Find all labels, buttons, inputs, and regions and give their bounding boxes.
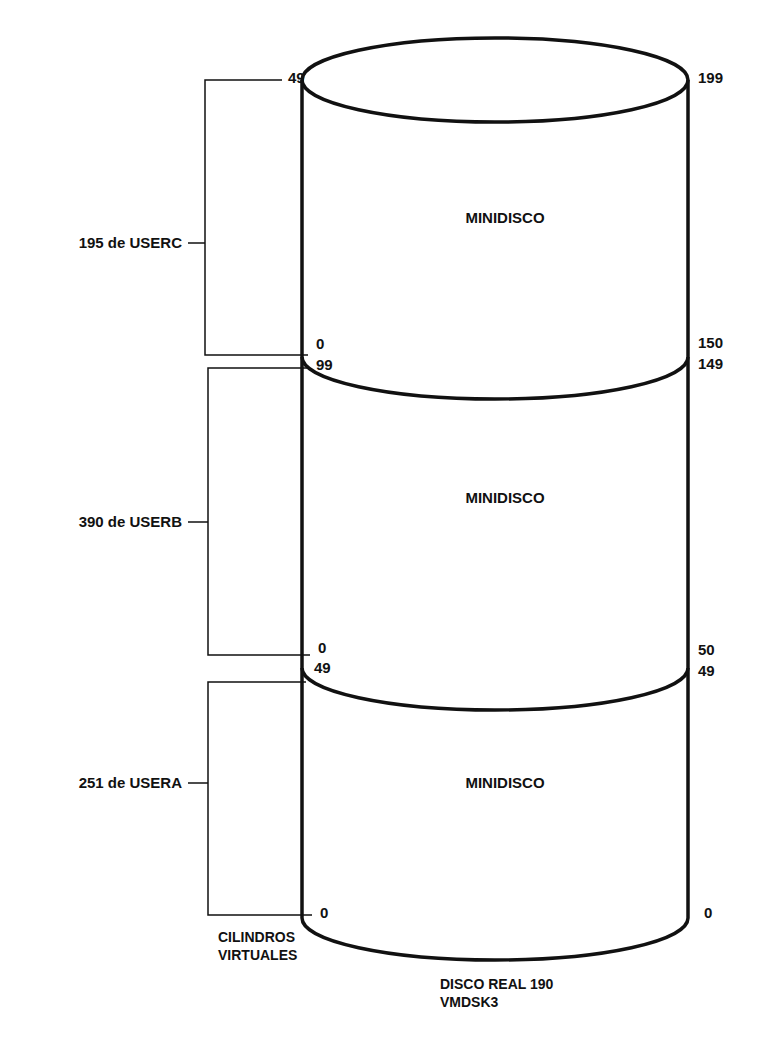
minidisk-label: MINIDISCO <box>465 774 544 792</box>
cylinder-number: 49 <box>314 659 331 677</box>
cylinder-bottom <box>302 918 688 960</box>
minidisk-label: MINIDISCO <box>465 209 544 227</box>
bracket <box>208 368 310 655</box>
label: CILINDROS VIRTUALES <box>218 928 338 964</box>
label: 390 de USERB <box>79 513 182 531</box>
label: 195 de USERC <box>79 234 182 252</box>
bracket <box>208 682 312 915</box>
cylinder-side <box>686 80 690 918</box>
cylinder-number: 0 <box>704 904 712 922</box>
cylinder-number: 49 <box>698 662 715 680</box>
minidisk-label: MINIDISCO <box>465 489 544 507</box>
bracket-tick <box>188 521 208 523</box>
minidisk-band: MINIDISCO <box>340 118 670 318</box>
cylinder-side <box>300 80 304 918</box>
cylinder-top <box>302 38 688 122</box>
minidisk-seam <box>302 357 688 399</box>
label: 251 de USERA <box>79 774 182 792</box>
minidisk-band: MINIDISCO <box>340 688 670 878</box>
cylinder-number: 150 <box>698 334 723 352</box>
minidisk-band: MINIDISCO <box>340 373 670 623</box>
cylinder-number: 99 <box>316 356 333 374</box>
cylinder-number: 50 <box>698 641 715 659</box>
cylinder-number: 149 <box>698 355 723 373</box>
bracket <box>205 80 308 355</box>
bracket-tick <box>188 782 208 784</box>
minidisk-seam <box>302 668 688 710</box>
cylinder-number: 199 <box>698 69 723 87</box>
bracket-tick <box>188 242 205 244</box>
cylinder-number: 0 <box>320 904 328 922</box>
cylinder-number: 0 <box>318 639 326 657</box>
cylinder-number: 49 <box>288 69 305 87</box>
real-disk: DISCO REAL 190 VMDSK3MINIDISCOMINIDISCOM… <box>300 38 690 960</box>
disk-caption: DISCO REAL 190 VMDSK3 <box>440 975 580 1011</box>
cylinder-number: 0 <box>316 335 324 353</box>
